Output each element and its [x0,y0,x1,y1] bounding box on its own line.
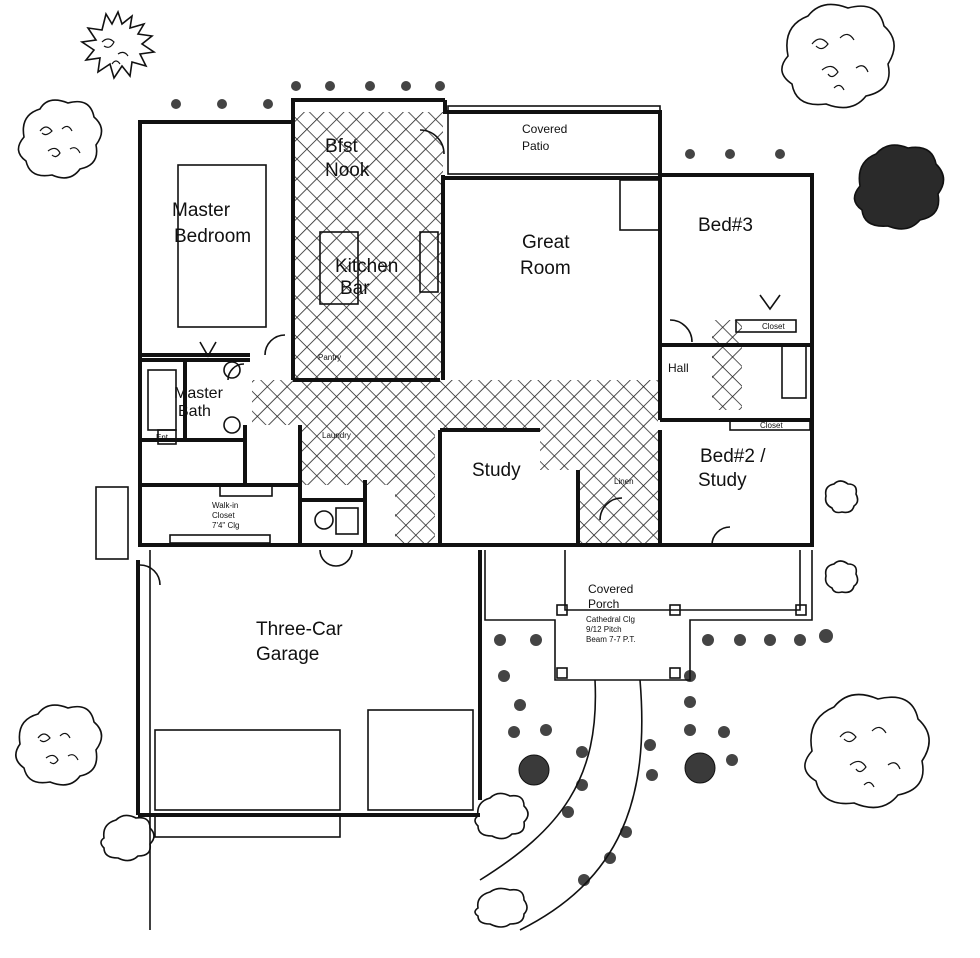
covered-porch-label-2: Porch [588,597,619,611]
walk-plantings [171,81,833,886]
covered-porch-note-1: Cathedral Clg [586,615,635,624]
pantry-label: Pantry [318,353,341,362]
closet-bottom-label: Closet [760,421,783,430]
master-bath-label-2: Bath [178,403,211,420]
tree-right-lower [804,693,930,809]
shrub-walk-bottom [474,887,528,928]
wic-label-2: Closet [212,511,235,520]
master-bedroom-label-2: Bedroom [174,226,251,247]
kitchen-label-1: Kitchen [335,256,398,277]
laundry-label: Laundry [322,431,351,440]
covered-patio-label-1: Covered [522,122,567,136]
tree-right-dark [853,144,945,230]
walls [138,98,814,547]
shrub-right-2 [824,560,859,594]
shrub-right-1 [824,480,859,514]
bed3-label: Bed#3 [698,215,753,236]
tree-top-left [79,9,157,80]
linen-label: Linen [614,477,634,486]
bed2-label-2: Study [698,470,747,491]
garage-label-1: Three-Car [256,619,343,640]
covered-porch-note-2: 9/12 Pitch [586,625,622,634]
bfst-nook-label-1: Bfst [325,136,358,157]
tree-left-lower [15,704,103,786]
garage-label-2: Garage [256,644,319,665]
covered-porch [479,550,813,931]
bfst-nook-label-2: Nook [325,160,370,181]
master-bath-label-1: Master [174,385,224,402]
wic-label-3: 7'4" Clg [212,521,240,530]
room-labels: Master Bedroom Bfst Nook Covered Patio K… [156,122,785,665]
closet-top-label: Closet [762,322,785,331]
doors-fixtures [139,129,811,586]
tree-left-upper [17,99,103,179]
hall-label: Hall [668,361,689,375]
kitchen-label-2: Bar [340,278,370,299]
covered-porch-label-1: Covered [588,582,633,596]
study-label: Study [472,460,521,481]
wic-label-1: Walk-in [212,501,238,510]
master-bedroom-label-1: Master [172,200,231,221]
tree-top-right [781,3,895,109]
shrub-walk-left [474,792,529,840]
ent-label: Ent. [156,433,170,442]
great-room-label-2: Room [520,258,571,279]
covered-patio-label-2: Patio [522,139,550,153]
bed2-label-1: Bed#2 / [700,446,766,467]
garage [95,486,482,930]
great-room-label-1: Great [522,232,570,253]
shrub-garage-corner [100,814,155,862]
covered-porch-note-3: Beam 7-7 P.T. [586,635,636,644]
